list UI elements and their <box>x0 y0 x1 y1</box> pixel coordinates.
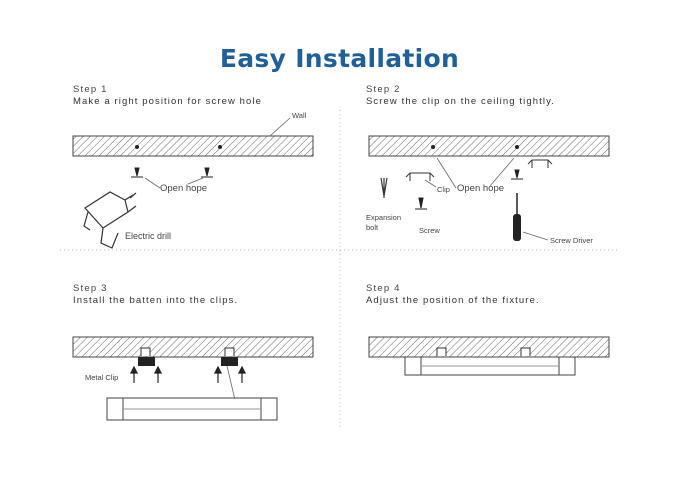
screw-hole-marker <box>431 145 435 149</box>
mounted-batten-fixture <box>404 356 576 376</box>
step-4-ceiling <box>368 336 610 358</box>
step-4-illustration <box>368 336 610 376</box>
step-4-label: Step 4 <box>366 283 401 294</box>
open-hole-callout: Open hope <box>160 183 207 194</box>
hole-mark-icon <box>131 167 143 178</box>
metal-clip-block <box>221 357 238 366</box>
up-arrow-icons <box>130 365 246 383</box>
screw-hole-marker <box>135 145 139 149</box>
batten-fixture <box>106 397 278 421</box>
clip-icon <box>140 347 151 356</box>
screw-callout: Screw <box>419 226 440 235</box>
step-3-ceiling <box>72 336 314 358</box>
metal-clip-callout: Metal Clip <box>85 373 118 382</box>
step-1-illustration: Wall Open hope Electric drill <box>72 111 314 249</box>
clip-callout: Clip <box>437 185 450 194</box>
screwdriver-icon <box>513 193 521 241</box>
metal-clip-block <box>138 357 155 366</box>
step-1-ceiling <box>72 135 314 157</box>
step-4-description: Adjust the position of the fixture. <box>366 295 540 306</box>
step-3-label: Step 3 <box>73 283 108 294</box>
screw-icon <box>511 169 523 180</box>
step-1-label: Step 1 <box>73 84 108 95</box>
step-3-description: Install the batten into the clips. <box>73 295 239 306</box>
screw-hole-marker <box>515 145 519 149</box>
expansion-bolt-icon <box>380 177 388 198</box>
screw-icon <box>415 197 427 210</box>
clip-icon <box>224 347 235 356</box>
electric-drill-callout: Electric drill <box>125 231 171 241</box>
step-1-description: Make a right position for screw hole <box>73 96 263 107</box>
clip-icon <box>520 347 531 356</box>
expansion-bolt-callout-line2: bolt <box>366 223 379 232</box>
screw-hole-marker <box>218 145 222 149</box>
screwdriver-callout: Screw Driver <box>550 236 593 245</box>
step-2-label: Step 2 <box>366 84 401 95</box>
clip-icon <box>436 347 447 356</box>
step-2-illustration: Expansion bolt Clip Screw Open hope Scre… <box>366 135 610 245</box>
clip-icon <box>527 159 553 168</box>
step-2-description: Screw the clip on the ceiling tightly. <box>366 96 555 107</box>
hole-mark-icon <box>201 167 213 178</box>
wall-callout: Wall <box>292 111 307 120</box>
step-3-illustration: Metal Clip <box>72 336 314 421</box>
clip-icon <box>405 172 435 181</box>
step-2-ceiling <box>368 135 610 157</box>
open-hole-callout-2: Open hope <box>457 183 504 194</box>
electric-drill-icon <box>83 191 137 249</box>
page-title: Easy Installation <box>219 44 460 73</box>
expansion-bolt-callout-line1: Expansion <box>366 213 401 222</box>
